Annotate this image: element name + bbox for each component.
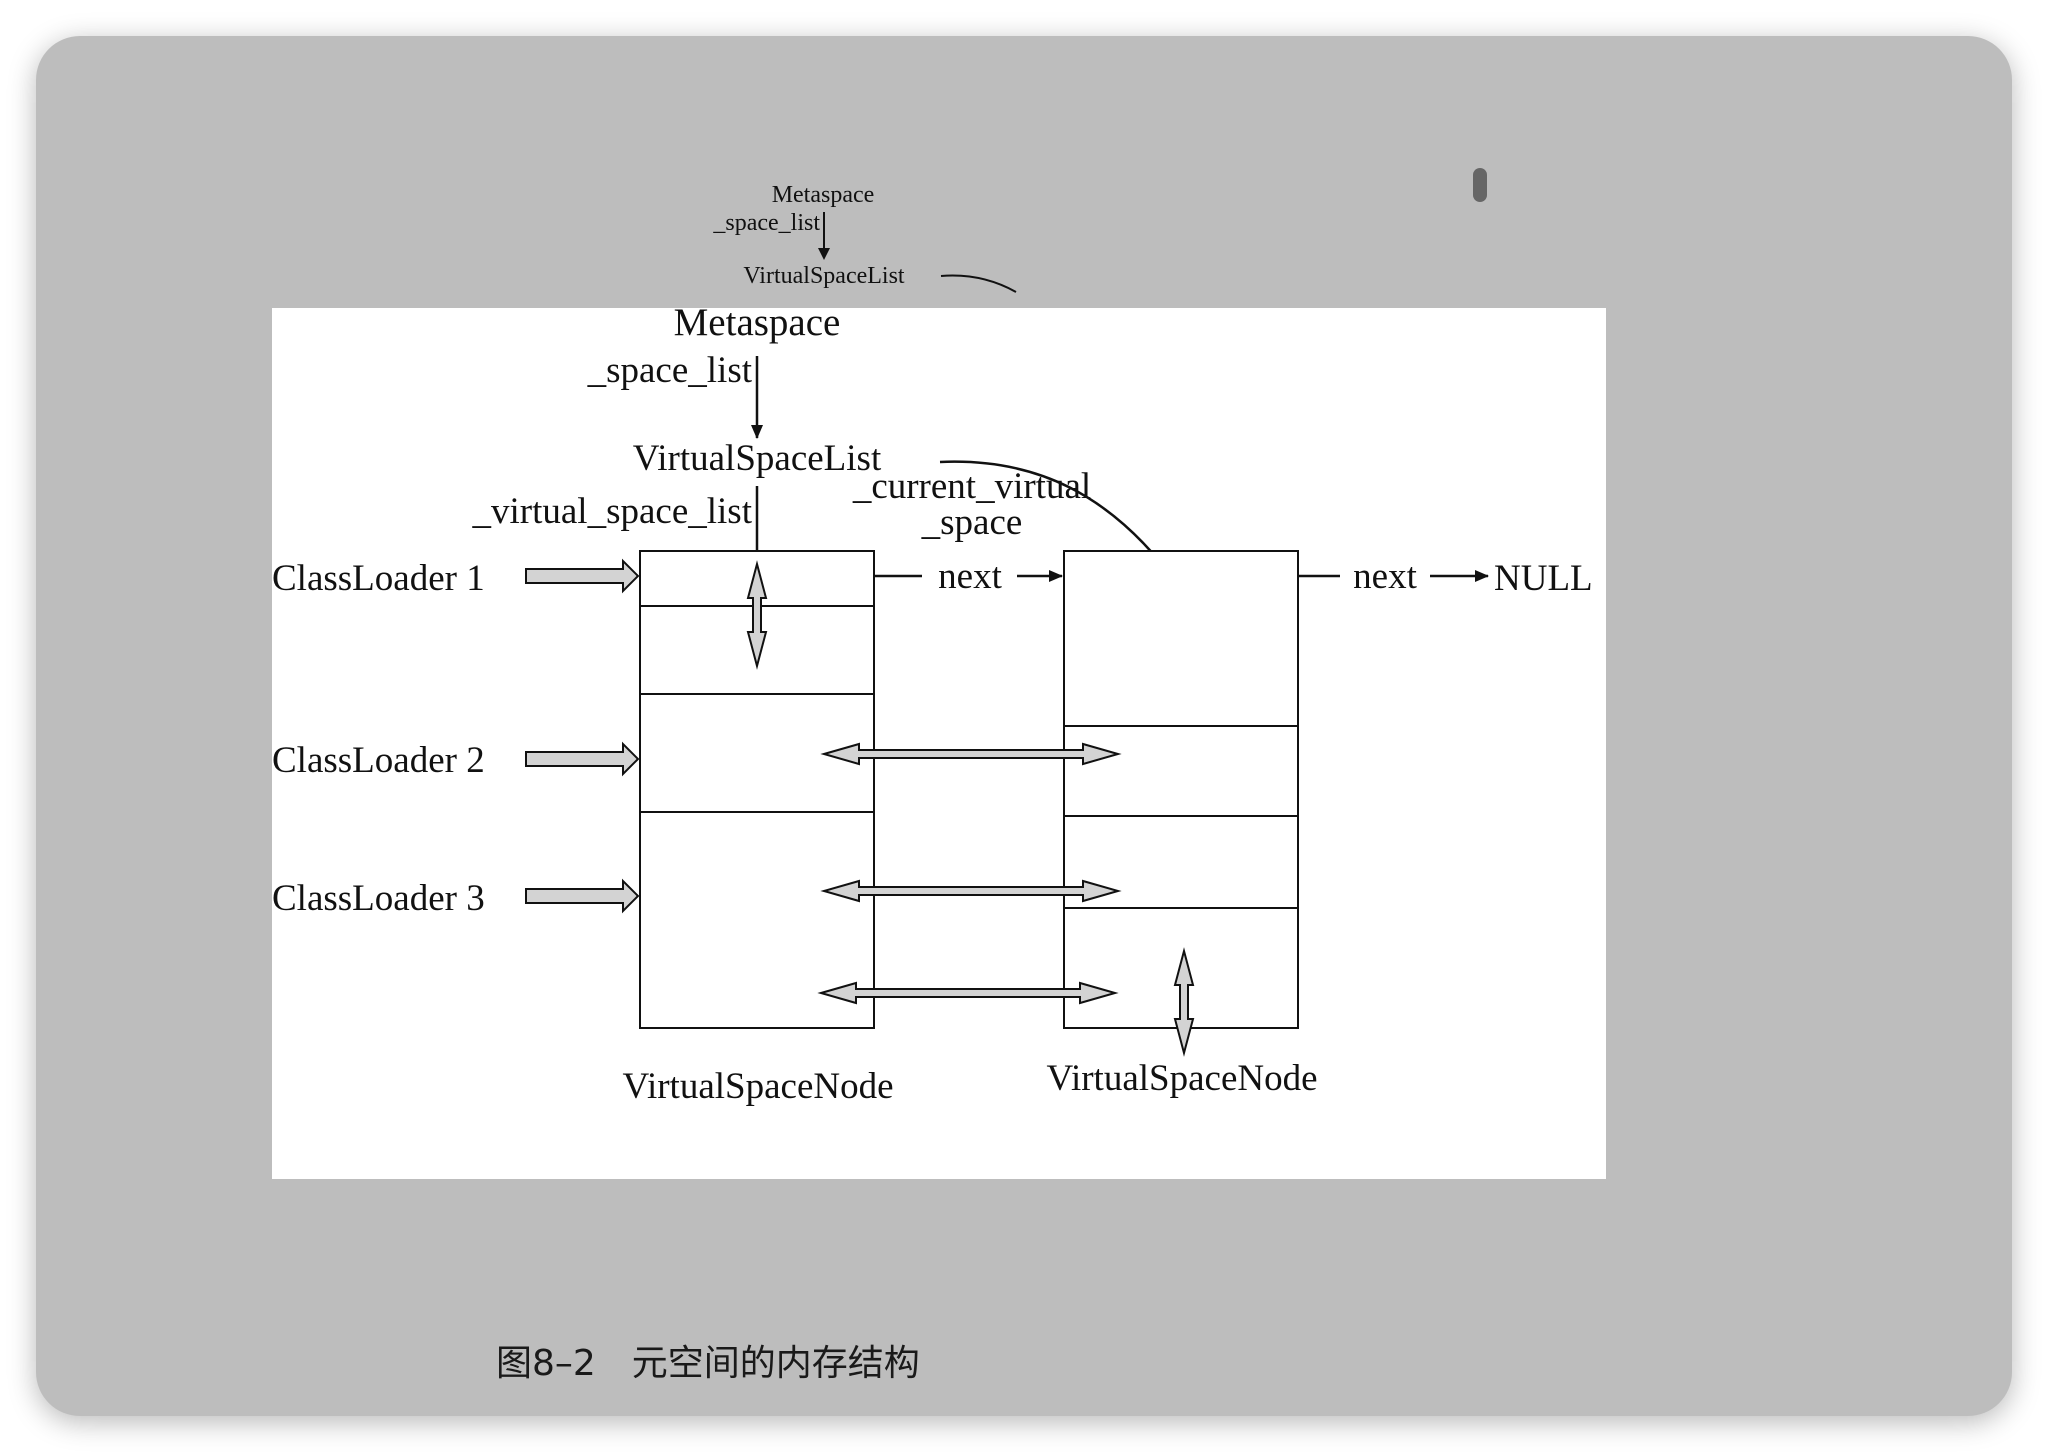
- space-list-label: _space_list: [587, 350, 753, 391]
- null-label: NULL: [1494, 558, 1593, 599]
- preview-space-list-label: _space_list: [712, 210, 820, 236]
- vertical-double-arrow-right: [1173, 947, 1195, 1057]
- next-label-left: next: [938, 556, 1002, 597]
- scrollbar-thumb[interactable]: [1473, 168, 1487, 202]
- virtual-space-node-right: [1063, 550, 1299, 1029]
- preview-current-virtual-curve: [940, 274, 1017, 293]
- classloader-1-label: ClassLoader 1: [272, 558, 485, 599]
- virtual-space-node-right-label: VirtualSpaceNode: [1046, 1058, 1317, 1099]
- classloader-2-arrow: [525, 741, 640, 777]
- classloader-3-label: ClassLoader 3: [272, 878, 485, 919]
- current-virtual-space-label-line1: _current_virtual: [852, 466, 1091, 507]
- diagram-preview-strip: Metaspace _space_list VirtualSpaceList: [712, 182, 1017, 293]
- metaspace-label: Metaspace: [674, 308, 841, 344]
- next-label-right: next: [1353, 556, 1417, 597]
- preview-arrowhead: [818, 248, 830, 260]
- figure-caption: 图8–2 元空间的内存结构: [496, 1343, 920, 1384]
- classloader-3-arrow: [525, 878, 640, 914]
- preview-metaspace-label: Metaspace: [772, 182, 875, 208]
- double-arrow-row-3: [817, 981, 1119, 1005]
- current-virtual-space-label-line2: _space: [921, 502, 1023, 543]
- vertical-double-arrow-left: [746, 560, 768, 670]
- virtual-space-list-field-label: _virtual_space_list: [472, 491, 753, 532]
- viewer-window: Metaspace _space_list VirtualSpaceList M…: [36, 36, 2012, 1416]
- virtual-space-list-class-label: VirtualSpaceList: [633, 438, 882, 479]
- double-arrow-row-2: [820, 879, 1122, 903]
- double-arrow-row-1: [820, 742, 1122, 766]
- virtual-space-node-left-label: VirtualSpaceNode: [622, 1066, 893, 1107]
- metaspace-memory-diagram: Metaspace _space_list VirtualSpaceList _…: [272, 308, 1606, 1179]
- classloader-1-arrow: [525, 558, 640, 594]
- classloader-2-label: ClassLoader 2: [272, 740, 485, 781]
- preview-virtual-space-list-label: VirtualSpaceList: [743, 263, 905, 289]
